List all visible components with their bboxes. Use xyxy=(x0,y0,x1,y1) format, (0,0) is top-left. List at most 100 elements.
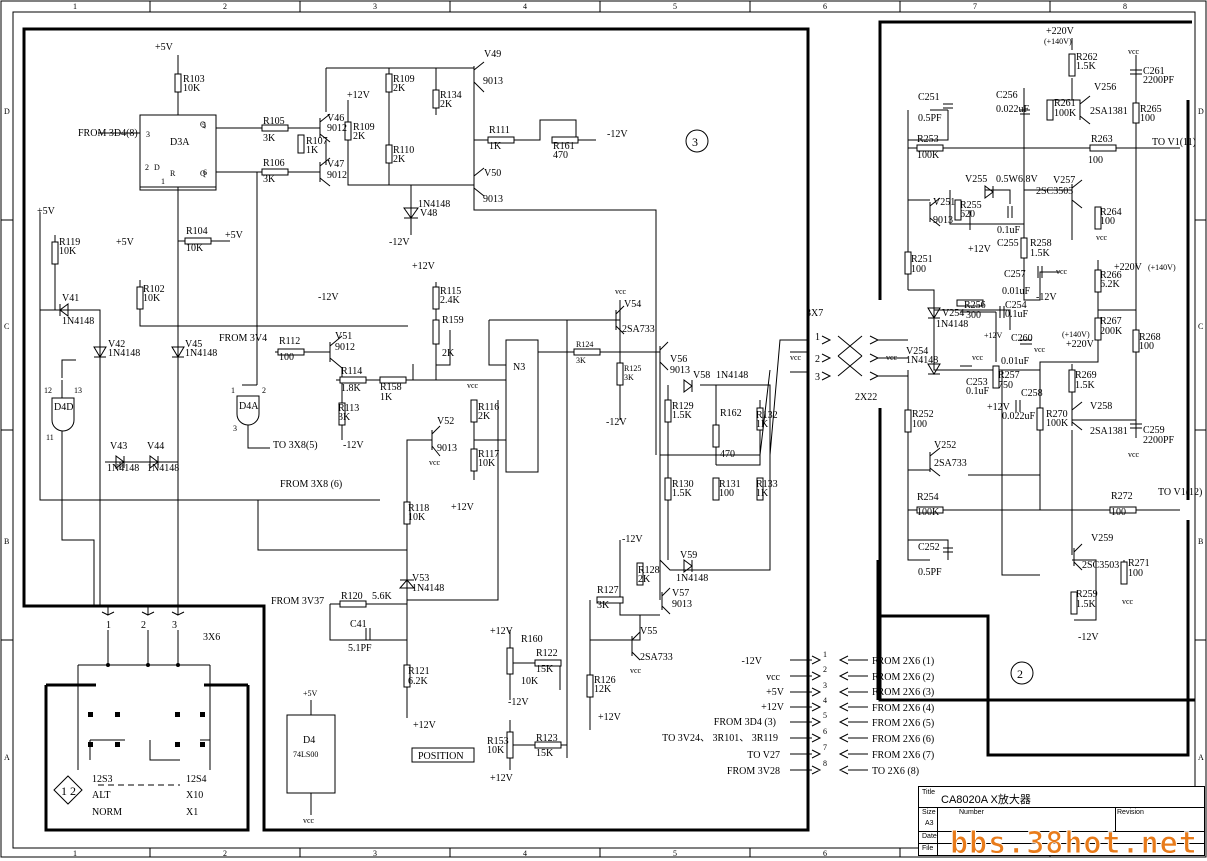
svg-text:6.2K: 6.2K xyxy=(408,676,429,687)
svg-text:0.5W6.8V: 0.5W6.8V xyxy=(996,174,1038,185)
svg-text:R117: R117 xyxy=(478,449,499,460)
svg-text:-12V: -12V xyxy=(508,697,529,708)
size-label: Size xyxy=(922,809,936,816)
svg-text:10K: 10K xyxy=(478,458,496,469)
svg-text:0.022uF: 0.022uF xyxy=(1002,411,1036,422)
svg-text:1: 1 xyxy=(106,620,111,631)
svg-text:D4D: D4D xyxy=(54,402,73,413)
svg-text:R256: R256 xyxy=(964,300,986,311)
svg-text:R252: R252 xyxy=(912,409,934,420)
svg-text:1.5K: 1.5K xyxy=(1030,248,1051,259)
svg-text:R133: R133 xyxy=(756,479,778,490)
svg-text:R259: R259 xyxy=(1076,589,1098,600)
svg-text:1N4148: 1N4148 xyxy=(108,348,140,359)
svg-text:TO V1(12): TO V1(12) xyxy=(1158,487,1202,498)
svg-text:100: 100 xyxy=(719,488,734,499)
title-block: Title CA8020A X放大器 Size A3 Number Revisi… xyxy=(918,786,1205,856)
svg-text:3: 3 xyxy=(692,135,698,149)
svg-text:0.5PF: 0.5PF xyxy=(918,567,942,578)
svg-text:FROM 2X6 (7): FROM 2X6 (7) xyxy=(872,750,934,761)
svg-text:R134: R134 xyxy=(440,90,462,101)
svg-text:2.4K: 2.4K xyxy=(440,295,461,306)
svg-text:C255: C255 xyxy=(997,238,1019,249)
svg-text:620: 620 xyxy=(960,209,975,220)
drawing-title: CA8020A X放大器 xyxy=(941,794,1031,806)
svg-text:4: 4 xyxy=(823,696,827,705)
svg-text:6: 6 xyxy=(203,168,207,177)
svg-text:+12V: +12V xyxy=(413,720,437,731)
svg-text:FROM 2X6 (1): FROM 2X6 (1) xyxy=(872,656,934,667)
marker-circle-2: 2 xyxy=(1010,661,1034,685)
svg-text:2: 2 xyxy=(823,665,827,674)
svg-text:10K: 10K xyxy=(408,512,426,523)
svg-text:R122: R122 xyxy=(536,648,558,659)
svg-text:2K: 2K xyxy=(478,411,491,422)
position-label: POSITION xyxy=(411,747,475,763)
svg-text:C: C xyxy=(1198,322,1203,331)
svg-text:B: B xyxy=(4,537,9,546)
svg-text:V41: V41 xyxy=(62,293,79,304)
svg-text:R251: R251 xyxy=(911,254,933,265)
svg-text:(+140V): (+140V) xyxy=(1148,263,1176,272)
svg-text:A: A xyxy=(4,753,10,762)
svg-text:3: 3 xyxy=(373,2,377,11)
svg-text:TO 3X8(5): TO 3X8(5) xyxy=(273,440,318,451)
connector-3x7: 3X7 1 2 3 vcc vcc 2X22 xyxy=(790,308,908,403)
svg-text:R114: R114 xyxy=(341,366,362,377)
svg-text:R126: R126 xyxy=(594,675,616,686)
svg-text:2K: 2K xyxy=(353,131,366,142)
svg-text:1N4148: 1N4148 xyxy=(62,316,94,327)
svg-text:1K: 1K xyxy=(756,419,769,430)
svg-text:D: D xyxy=(4,107,10,116)
svg-text:C252: C252 xyxy=(918,542,940,553)
svg-text:5.6K: 5.6K xyxy=(372,591,393,602)
svg-text:3: 3 xyxy=(233,424,237,433)
svg-text:R110: R110 xyxy=(393,145,414,156)
svg-text:100: 100 xyxy=(1139,341,1154,352)
svg-text:V49: V49 xyxy=(484,49,501,60)
svg-text:C260: C260 xyxy=(1011,333,1033,344)
svg-text:D3A: D3A xyxy=(170,137,190,148)
svg-text:V53: V53 xyxy=(412,573,429,584)
svg-text:V54: V54 xyxy=(624,299,641,310)
svg-text:4: 4 xyxy=(523,2,527,11)
svg-text:FROM 2X6 (5): FROM 2X6 (5) xyxy=(872,718,934,729)
svg-text:1.5K: 1.5K xyxy=(1076,599,1097,610)
svg-text:R153: R153 xyxy=(487,736,509,747)
switch-assembly: 12S3 12S4 ALT NORM X10 X1 1 2 xyxy=(53,664,211,818)
svg-text:R118: R118 xyxy=(408,503,429,514)
svg-text:FROM 2X6 (6): FROM 2X6 (6) xyxy=(872,734,934,745)
svg-text:R268: R268 xyxy=(1139,332,1161,343)
svg-text:D: D xyxy=(154,163,160,172)
svg-text:C259: C259 xyxy=(1143,425,1165,436)
svg-text:10K: 10K xyxy=(487,745,505,756)
svg-text:R258: R258 xyxy=(1030,238,1052,249)
svg-text:+5V: +5V xyxy=(225,230,244,241)
svg-text:2: 2 xyxy=(141,620,146,631)
svg-text:2K: 2K xyxy=(638,574,651,585)
svg-text:+12V: +12V xyxy=(987,402,1011,413)
svg-text:9012: 9012 xyxy=(335,342,355,353)
svg-text:1N4148: 1N4148 xyxy=(418,199,450,210)
svg-text:R131: R131 xyxy=(719,479,741,490)
svg-text:vcc: vcc xyxy=(467,381,479,390)
svg-text:+5V: +5V xyxy=(766,687,785,698)
svg-text:C261: C261 xyxy=(1143,66,1165,77)
svg-text:0.01uF: 0.01uF xyxy=(1002,286,1031,297)
svg-text:-12V: -12V xyxy=(607,129,628,140)
svg-text:-12V: -12V xyxy=(389,237,410,248)
svg-text:R271: R271 xyxy=(1128,558,1150,569)
svg-text:2SC3503: 2SC3503 xyxy=(1036,186,1073,197)
svg-text:10K: 10K xyxy=(59,246,77,257)
svg-text:C41: C41 xyxy=(350,619,367,630)
svg-text:R267: R267 xyxy=(1100,316,1122,327)
svg-text:A: A xyxy=(1198,753,1204,762)
svg-text:R159: R159 xyxy=(442,315,464,326)
svg-text:3K: 3K xyxy=(338,412,351,423)
svg-text:2: 2 xyxy=(145,163,149,172)
svg-text:vcc: vcc xyxy=(429,458,441,467)
svg-text:4: 4 xyxy=(523,849,527,858)
svg-text:V45: V45 xyxy=(185,339,202,350)
